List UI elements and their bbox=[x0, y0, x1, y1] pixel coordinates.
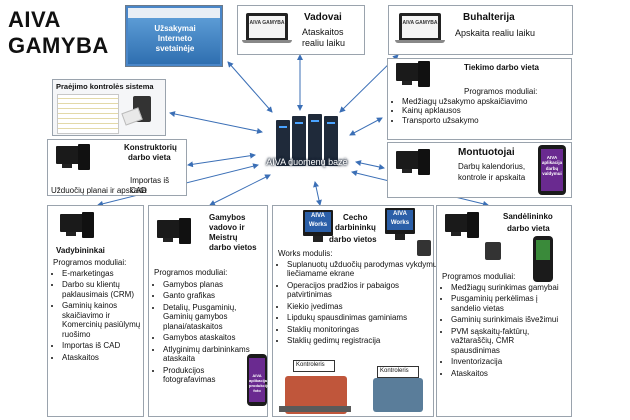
sandelininko-module-list: Medžiagų surinkimas gamybai Pusgaminių p… bbox=[439, 283, 561, 378]
vadybininkai-subtitle: Programos moduliai: bbox=[53, 258, 127, 267]
list-item: E-marketingas bbox=[62, 269, 152, 278]
computer-icon bbox=[396, 63, 420, 81]
list-item: Gamybos planas bbox=[163, 280, 258, 289]
access-control-panel: Praėjimo kontrolės sistema bbox=[52, 79, 166, 136]
vadybininkai-panel: Vadybininkai Programos moduliai: E-marke… bbox=[47, 205, 144, 417]
vadybininkai-module-list: E-marketingas Darbo su klientų paklausim… bbox=[50, 269, 152, 362]
robot-arm-icon bbox=[373, 378, 423, 412]
gamybos-title-1: Gamybos bbox=[209, 213, 246, 222]
sandelininko-title-1: Sandėlininko bbox=[503, 212, 553, 221]
list-item: Ataskaitos bbox=[62, 353, 152, 362]
computer-icon bbox=[56, 146, 80, 164]
list-item: Produkcijos fotografavimas bbox=[163, 366, 258, 385]
list-item: Operacijos pradžios ir pabaigos patvirti… bbox=[287, 281, 442, 300]
controller-tag: Kontroleris bbox=[377, 366, 419, 378]
list-item: Importas iš CAD bbox=[62, 341, 152, 350]
gamybos-title-4: darbo vietos bbox=[209, 243, 257, 252]
list-item: Kiekio įvedimas bbox=[287, 302, 442, 311]
label-printer-icon bbox=[485, 242, 501, 260]
website-orders-label: Užsakymai Interneto svetainėje bbox=[154, 24, 196, 53]
list-item: Gamybos ataskaitos bbox=[163, 333, 258, 342]
computer-icon bbox=[445, 214, 469, 232]
konstruktoriu-title-1: Konstruktorių bbox=[124, 143, 177, 152]
cecho-title-3: darbo vietos bbox=[329, 235, 377, 244]
list-item: Suplanuotų užduočių parodymas vykdymui l… bbox=[287, 260, 442, 279]
konstruktoriu-panel: Konstruktorių darbo vieta Importas iš CA… bbox=[47, 139, 187, 196]
vadovai-title: Vadovai bbox=[304, 12, 342, 23]
tiekimo-module-list: Medžiagų užsakymo apskaičiavimo Kainų ap… bbox=[390, 97, 582, 125]
conveyor-icon bbox=[279, 406, 351, 412]
list-item: Gaminių surinkimais išvežimui bbox=[451, 315, 561, 324]
gamybos-phone-label: AIVA aplikacija produkcijos foto bbox=[249, 373, 272, 393]
konstruktoriu-line1: Importas iš CAD bbox=[130, 176, 170, 195]
list-item: Inventorizacija bbox=[451, 357, 561, 366]
list-item: Staklių gedimų registracija bbox=[287, 336, 442, 345]
website-orders-panel: Užsakymai Interneto svetainėje bbox=[125, 5, 223, 67]
buhalterija-title: Buhalterija bbox=[463, 12, 515, 23]
list-item: Staklių monitoringas bbox=[287, 325, 442, 334]
computer-icon bbox=[60, 214, 84, 232]
list-item: Medžiagų užsakymo apskaičiavimo bbox=[402, 97, 582, 106]
gamybos-panel: Gamybos vadovo ir Meistrų darbo vietos P… bbox=[148, 205, 272, 417]
list-item: Darbo su klientų paklausimais (CRM) bbox=[62, 280, 152, 299]
gamybos-title-3: Meistrų bbox=[209, 233, 238, 242]
list-item: Gaminių kainos skaičiavimo ir Komercinių… bbox=[62, 301, 152, 339]
tiekimo-panel: Tiekimo darbo vieta Programos moduliai: … bbox=[387, 58, 572, 140]
tiekimo-title: Tiekimo darbo vieta bbox=[464, 63, 539, 72]
sandelininko-subtitle: Programos moduliai: bbox=[442, 272, 516, 281]
montuotojai-line2: kontrole ir apskaita bbox=[458, 173, 526, 182]
sandelininko-title-2: darbo vieta bbox=[507, 224, 550, 233]
database-servers-icon bbox=[262, 112, 358, 174]
vadovai-panel: AIVA GAMYBA Vadovai Ataskaitos realiu la… bbox=[237, 5, 365, 55]
cecho-module-list: Suplanuotų užduočių parodymas vykdymui l… bbox=[275, 260, 442, 346]
vadovai-line1: Ataskaitos bbox=[302, 27, 344, 37]
list-item: Pusgaminių perkėlimas į sandelio vietas bbox=[451, 294, 561, 313]
list-item: Kainų apklausos bbox=[402, 106, 582, 115]
computer-icon bbox=[396, 151, 420, 169]
tiekimo-subtitle: Programos moduliai: bbox=[464, 87, 538, 96]
gamybos-subtitle: Programos moduliai: bbox=[154, 268, 228, 277]
cecho-panel: AIVA Works AIVA Works Cecho darbininkų d… bbox=[272, 205, 439, 417]
buhalterija-text: Apskaita realiu laiku bbox=[455, 28, 536, 38]
konstruktoriu-title-2: darbo vieta bbox=[128, 153, 171, 162]
gamybos-module-list: Gamybos planas Ganto grafikas Detalių, P… bbox=[151, 280, 258, 384]
timesheet-table-icon bbox=[57, 94, 119, 134]
computer-icon bbox=[157, 220, 181, 238]
label-printer-icon bbox=[417, 240, 431, 256]
montuotojai-line1: Darbų kalendorius, bbox=[458, 162, 526, 171]
cecho-title-2: darbininkų bbox=[335, 223, 376, 232]
gamybos-title-2: vadovo ir bbox=[209, 223, 245, 232]
controller-tag: Kontroleris bbox=[293, 360, 335, 372]
vadybininkai-title: Vadybininkai bbox=[56, 246, 105, 255]
list-item: Medžiagų surinkimas gamybai bbox=[451, 283, 561, 292]
list-item: Lipdukų spausdinimas gaminiams bbox=[287, 313, 442, 322]
website-screenshot bbox=[128, 8, 220, 64]
access-control-title: Praėjimo kontrolės sistema bbox=[56, 82, 154, 91]
list-item: Detalių, Pusgaminių, Gaminių gamybos pla… bbox=[163, 303, 258, 331]
cecho-title-1: Cecho bbox=[343, 213, 368, 222]
buhalterija-panel: AIVA GAMYBA Buhalterija Apskaita realiu … bbox=[388, 5, 573, 55]
brand-title-line1: AIVA bbox=[8, 7, 61, 32]
database-label: AIVA duomenų bazė bbox=[266, 157, 348, 167]
list-item: Transporto užsakymo bbox=[402, 116, 582, 125]
access-card-icon bbox=[121, 107, 143, 126]
sandelininko-panel: Sandėlininko darbo vieta Programos modul… bbox=[436, 205, 572, 417]
cecho-subtitle: Works modulis: bbox=[278, 249, 333, 258]
list-item: PVM sąskaitų-faktūrų, važtaraščių, CMR s… bbox=[451, 327, 561, 355]
montuotojai-panel: Montuotojai Darbų kalendorius, kontrole … bbox=[387, 142, 572, 198]
montuotojai-title: Montuotojai bbox=[458, 147, 515, 158]
konstruktoriu-line2: Užduočių planai ir apskaita bbox=[51, 186, 147, 195]
montuotojai-phone-label: AIVA aplikacija darbų valdymui bbox=[541, 155, 563, 177]
vadovai-line2: realiu laiku bbox=[302, 38, 346, 48]
list-item: Ataskaitos bbox=[451, 369, 561, 378]
list-item: Atlyginimų darbininkams ataskaita bbox=[163, 345, 258, 364]
list-item: Ganto grafikas bbox=[163, 291, 258, 300]
brand-title-line2: GAMYBA bbox=[8, 33, 109, 58]
